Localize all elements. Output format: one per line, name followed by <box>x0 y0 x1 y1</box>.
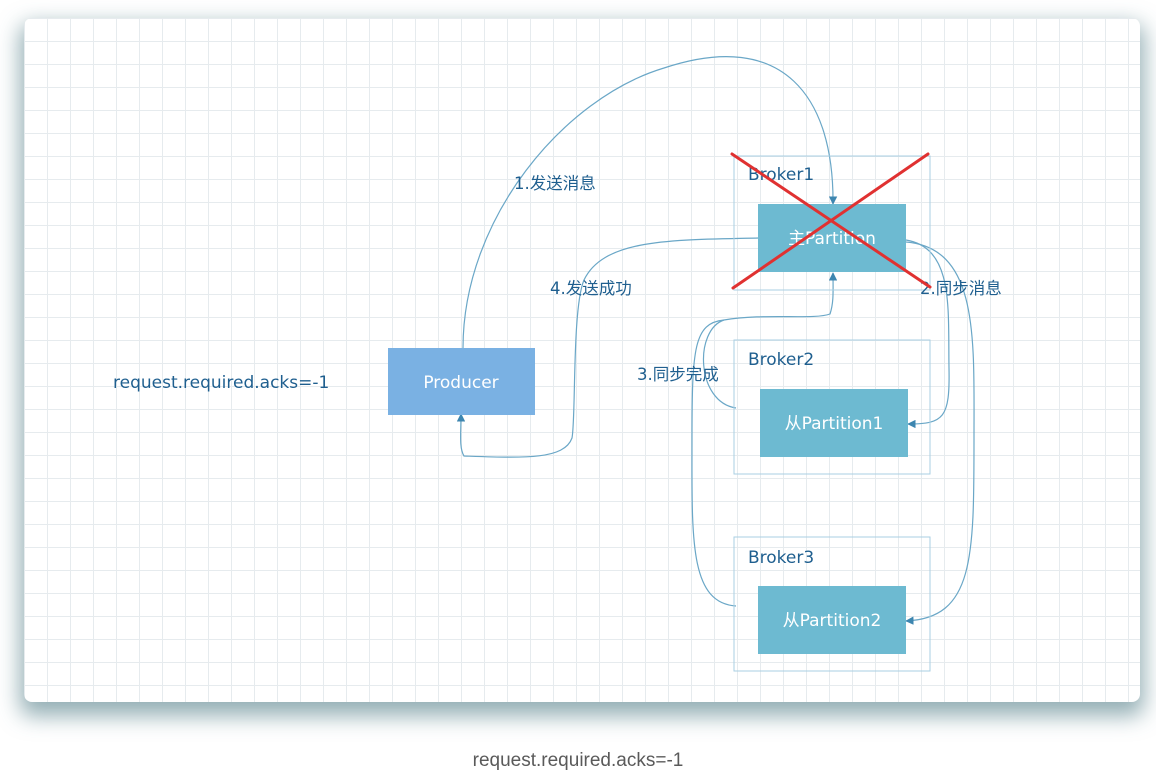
broker2-frame <box>733 339 931 475</box>
edge-sync-done-replica1 <box>702 272 838 409</box>
leader-partition-label: 主Partition <box>788 229 876 249</box>
cross-stroke-2 <box>731 152 930 290</box>
producer-label: Producer <box>423 373 498 393</box>
diagram-canvas: Broker1 Broker2 Broker3 主Partition 从Part… <box>24 18 1140 702</box>
broker1-title: Broker1 <box>748 165 814 185</box>
broker2-title: Broker2 <box>748 350 814 370</box>
follower-partition1-box <box>760 389 908 457</box>
leader-partition-box <box>758 204 906 272</box>
broker3-title: Broker3 <box>748 548 814 568</box>
step2-label: 2.同步消息 <box>920 279 1002 298</box>
follower-partition2-box <box>758 586 906 654</box>
edge-send-message <box>462 56 838 349</box>
edge-sync-to-replica1 <box>905 239 950 429</box>
follower-partition2-label: 从Partition2 <box>783 611 882 631</box>
broker3-frame <box>733 536 931 672</box>
producer-box <box>388 348 535 415</box>
figure-caption: request.required.acks=-1 <box>472 750 684 771</box>
edge-sync-done-replica2 <box>691 319 737 607</box>
edge-send-success <box>456 237 760 458</box>
edge-sync-to-replica2 <box>905 241 975 625</box>
follower-partition1-label: 从Partition1 <box>785 414 884 434</box>
step1-label: 1.发送消息 <box>514 174 596 193</box>
acks-setting-label: request.required.acks=-1 <box>113 373 329 393</box>
broker1-failure-cross <box>730 152 932 290</box>
step4-label: 4.发送成功 <box>550 279 632 298</box>
broker1-frame <box>733 155 931 291</box>
step3-label: 3.同步完成 <box>637 365 719 384</box>
kafka-acks-diagram: Broker1 Broker2 Broker3 主Partition 从Part… <box>113 56 1002 672</box>
